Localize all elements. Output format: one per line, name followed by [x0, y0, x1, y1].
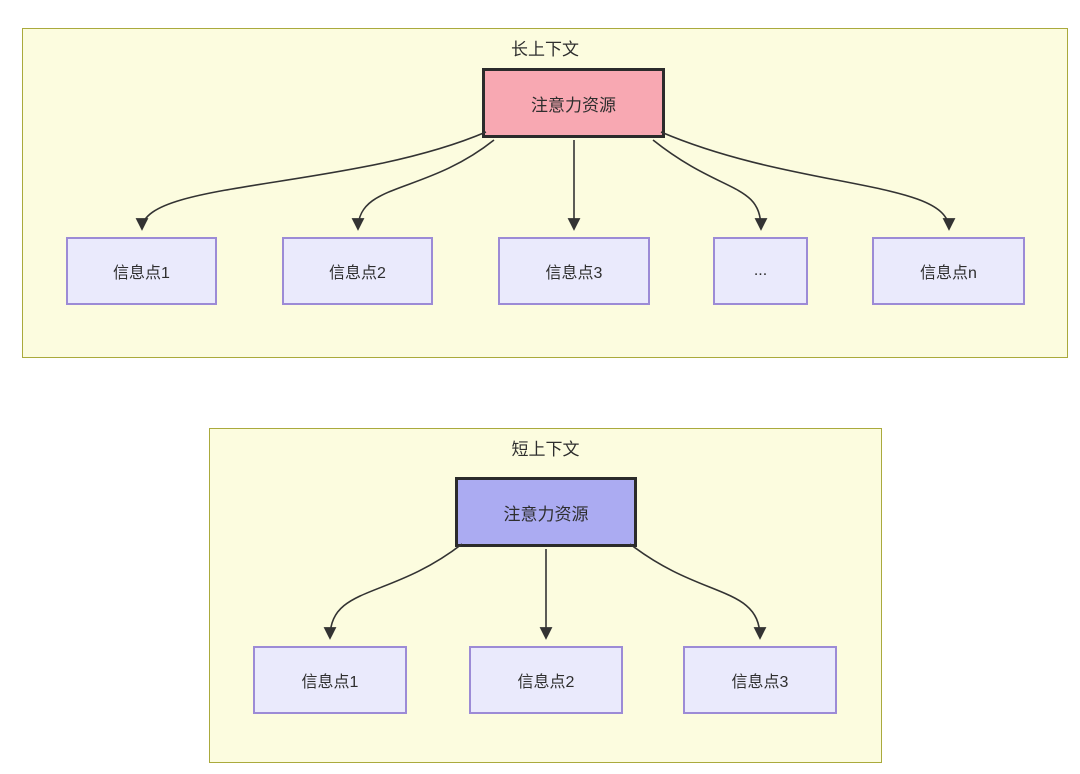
long-info-point-3: 信息点3	[498, 237, 650, 305]
short-info-point-2: 信息点2	[469, 646, 623, 714]
long-attention-node: 注意力资源	[482, 68, 665, 138]
short-info-point-3: 信息点3	[683, 646, 837, 714]
long-info-point-ellipsis: ...	[713, 237, 808, 305]
short-info-point-1: 信息点1	[253, 646, 407, 714]
long-info-point-2: 信息点2	[282, 237, 433, 305]
long-info-point-1: 信息点1	[66, 237, 217, 305]
long-context-title: 长上下文	[511, 40, 579, 59]
short-context-title: 短上下文	[511, 440, 580, 459]
long-info-point-n: 信息点n	[872, 237, 1025, 305]
short-attention-node: 注意力资源	[455, 477, 637, 547]
